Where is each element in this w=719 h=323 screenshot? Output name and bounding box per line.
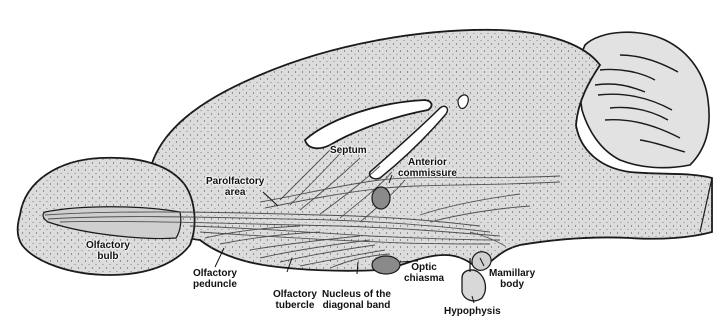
- label-nucleus-diagonal-band-line2: diagonal band: [322, 300, 391, 311]
- label-optic-chiasma: Optic chiasma: [404, 262, 444, 284]
- label-anterior-commissure-line1: Anterior: [398, 157, 457, 168]
- label-nucleus-diagonal-band: Nucleus of the diagonal band: [322, 289, 391, 311]
- label-optic-chiasma-line1: Optic: [404, 262, 444, 273]
- label-parolfactory-area: Parolfactory area: [206, 176, 264, 198]
- hypophysis: [462, 270, 485, 301]
- label-olfactory-tubercle-line1: Olfactory: [273, 289, 317, 300]
- label-hypophysis: Hypophysis: [444, 306, 501, 317]
- label-olfactory-bulb-line2: bulb: [86, 251, 130, 262]
- anterior-commissure-nucleus: [372, 187, 390, 209]
- label-olfactory-peduncle-line1: Olfactory: [193, 268, 237, 279]
- label-olfactory-peduncle: Olfactory peduncle: [193, 268, 237, 290]
- label-olfactory-tubercle: Olfactory tubercle: [273, 289, 317, 311]
- cerebellum: [579, 32, 709, 168]
- label-olfactory-peduncle-line2: peduncle: [193, 279, 237, 290]
- label-anterior-commissure-line2: commissure: [398, 168, 457, 179]
- label-mamillary-body-line1: Mamillary: [489, 268, 535, 279]
- label-parolfactory-area-line1: Parolfactory: [206, 176, 264, 187]
- label-nucleus-diagonal-band-line1: Nucleus of the: [322, 289, 391, 300]
- label-olfactory-tubercle-line2: tubercle: [273, 300, 317, 311]
- label-mamillary-body-line2: body: [489, 279, 535, 290]
- label-septum: Septum: [330, 145, 367, 156]
- label-parolfactory-area-line2: area: [206, 187, 264, 198]
- label-optic-chiasma-line2: chiasma: [404, 273, 444, 284]
- label-anterior-commissure: Anterior commissure: [398, 157, 457, 179]
- label-olfactory-bulb: Olfactory bulb: [86, 240, 130, 262]
- label-olfactory-bulb-line1: Olfactory: [86, 240, 130, 251]
- label-mamillary-body: Mamillary body: [489, 268, 535, 290]
- optic-chiasma-nucleus: [372, 256, 400, 274]
- fornix: [458, 95, 468, 109]
